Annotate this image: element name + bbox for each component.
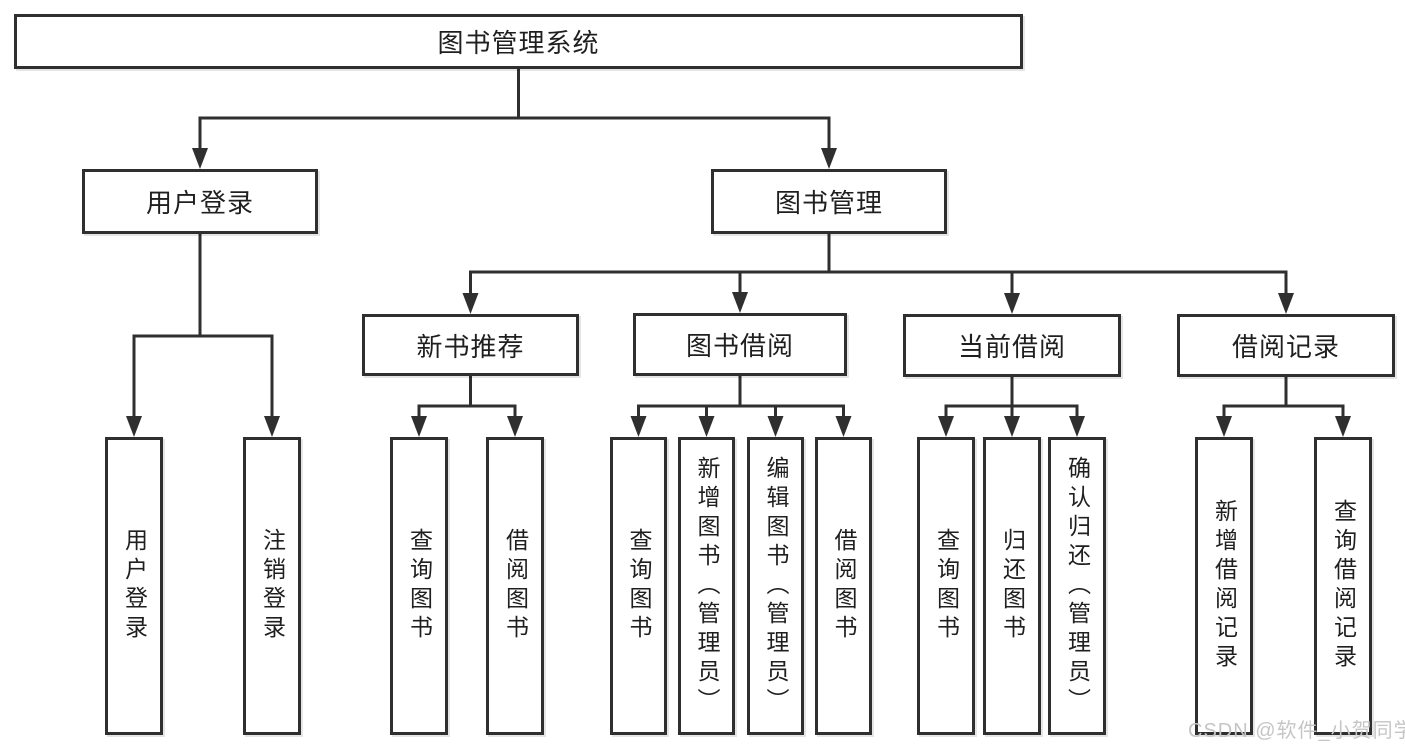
- node-label-book-borrow: 图书借阅: [685, 331, 794, 361]
- node-label-new-book-rec: 新书推荐: [416, 331, 525, 362]
- node-label-cb-confirm-return: 确认归还（管理员）: [1064, 455, 1091, 717]
- node-current-borrow: 当前借阅: [903, 314, 1121, 377]
- arrowhead-icon: [462, 293, 479, 314]
- arrowhead-icon: [938, 416, 954, 437]
- arrowhead-icon: [767, 416, 784, 437]
- node-user-login: 用户登录: [82, 169, 318, 234]
- watermark: CSDN @软件_小贺同学: [1188, 720, 1405, 742]
- node-label-bb-borrow-book: 借阅图书: [831, 528, 857, 644]
- arrowhead-icon: [1004, 416, 1020, 437]
- node-label-bb-query-book: 查询图书: [626, 528, 652, 644]
- node-cb-query-book: 查询图书: [917, 437, 975, 735]
- node-bb-query-book: 查询图书: [610, 437, 667, 735]
- node-book-borrow: 图书借阅: [633, 313, 847, 376]
- node-bb-edit-book: 编辑图书（管理员）: [747, 437, 804, 735]
- node-br-add-record: 新增借阅记录: [1195, 437, 1253, 735]
- node-label-root: 图书管理系统: [437, 28, 600, 58]
- arrowhead-icon: [411, 416, 427, 437]
- arrowhead-icon: [264, 416, 280, 437]
- node-label-br-add-record: 新增借阅记录: [1211, 499, 1238, 673]
- node-label-borrow-record: 借阅记录: [1231, 332, 1340, 362]
- arrowhead-icon: [732, 292, 748, 313]
- node-label-rec-query-book: 查询图书: [406, 528, 433, 644]
- arrowhead-icon: [1069, 416, 1085, 437]
- node-label-logout-action: 注销登录: [259, 528, 286, 644]
- node-bb-add-book: 新增图书（管理员）: [678, 437, 735, 735]
- node-bb-borrow-book: 借阅图书: [815, 437, 872, 735]
- arrowhead-icon: [1004, 293, 1020, 314]
- node-label-login-action: 用户登录: [121, 528, 148, 644]
- node-label-bb-add-book: 新增图书（管理员）: [694, 455, 720, 717]
- node-book-mgmt: 图书管理: [711, 169, 947, 234]
- arrowhead-icon: [698, 416, 715, 437]
- node-label-book-mgmt: 图书管理: [774, 188, 883, 218]
- arrowhead-icon: [1278, 293, 1294, 314]
- node-borrow-record: 借阅记录: [1177, 314, 1395, 377]
- node-new-book-rec: 新书推荐: [362, 314, 579, 376]
- node-root: 图书管理系统: [14, 14, 1023, 69]
- arrowhead-icon: [126, 416, 142, 437]
- node-label-current-borrow: 当前借阅: [957, 332, 1066, 362]
- node-label-rec-borrow-book: 借阅图书: [502, 528, 529, 644]
- node-cb-return-book: 归还图书: [983, 437, 1041, 735]
- arrowhead-icon: [821, 148, 837, 169]
- arrowhead-icon: [192, 148, 208, 169]
- arrowhead-icon: [1216, 416, 1232, 437]
- node-label-cb-return-book: 归还图书: [999, 528, 1026, 644]
- arrowhead-icon: [1335, 416, 1351, 437]
- node-rec-query-book: 查询图书: [390, 437, 448, 735]
- node-label-bb-edit-book: 编辑图书（管理员）: [763, 455, 789, 717]
- arrowhead-icon: [507, 416, 523, 437]
- node-br-query-record: 查询借阅记录: [1314, 437, 1372, 735]
- arrowhead-icon: [630, 416, 647, 437]
- node-logout-action: 注销登录: [243, 437, 301, 735]
- node-label-user-login: 用户登录: [145, 188, 254, 218]
- node-label-br-query-record: 查询借阅记录: [1330, 499, 1357, 673]
- node-rec-borrow-book: 借阅图书: [486, 437, 544, 735]
- node-login-action: 用户登录: [105, 437, 163, 735]
- node-cb-confirm-return: 确认归还（管理员）: [1048, 437, 1106, 735]
- node-label-cb-query-book: 查询图书: [933, 528, 960, 644]
- arrowhead-icon: [835, 416, 852, 437]
